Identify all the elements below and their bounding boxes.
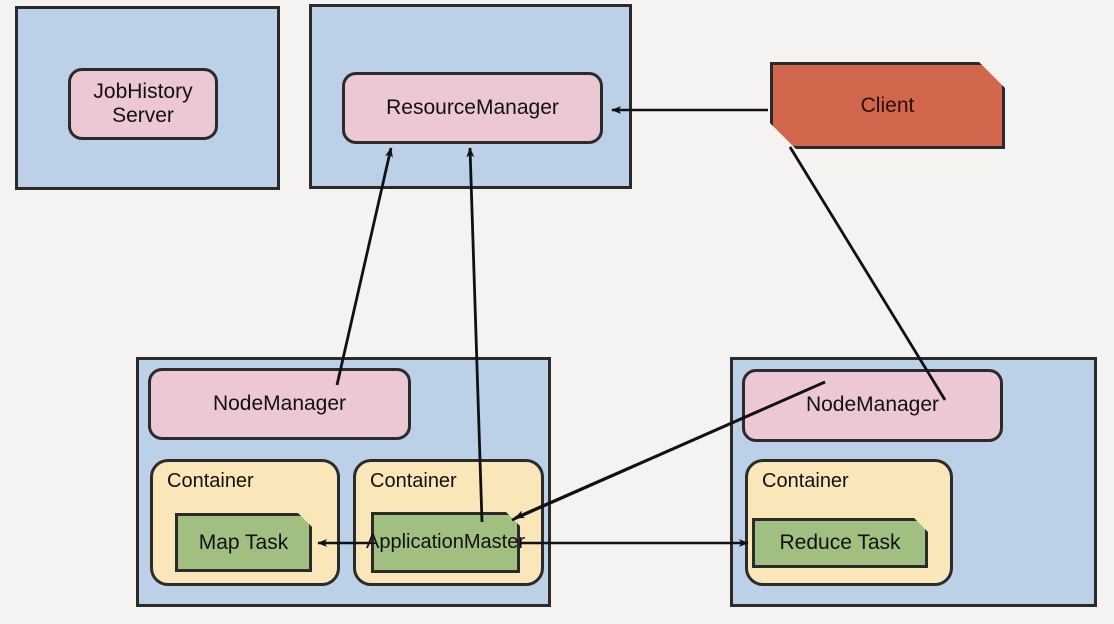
client-label: Client bbox=[860, 93, 915, 117]
nodemanager-left-node[interactable]: NodeManager bbox=[148, 368, 411, 440]
jobhistory-server-label: JobHistory Server bbox=[93, 79, 193, 127]
container-map-label: Container bbox=[167, 470, 254, 492]
nodemanager-right-label: NodeManager bbox=[805, 393, 940, 417]
resourcemanager-node[interactable]: ResourceManager bbox=[342, 72, 603, 144]
reduce-task-node[interactable]: Reduce Task bbox=[752, 518, 928, 568]
application-master-line2: Master bbox=[463, 531, 525, 554]
map-task-shape bbox=[175, 513, 312, 572]
map-task-node[interactable]: Map Task bbox=[175, 513, 312, 572]
container-am-label: Container bbox=[370, 470, 457, 492]
application-master-node[interactable]: Application Master bbox=[366, 512, 525, 573]
reduce-task-shape bbox=[752, 518, 928, 568]
nodemanager-right-node[interactable]: NodeManager bbox=[742, 369, 1003, 442]
reduce-task-label: Reduce Task bbox=[779, 531, 901, 555]
application-master-shape bbox=[371, 512, 520, 573]
application-master-label: Application Master bbox=[366, 512, 525, 573]
jobhistory-server-node[interactable]: JobHistory Server bbox=[68, 68, 218, 140]
client-node[interactable]: Client bbox=[770, 62, 1005, 149]
nodemanager-left-label: NodeManager bbox=[212, 391, 347, 415]
application-master-line1: Application bbox=[366, 531, 464, 554]
container-reduce-label: Container bbox=[762, 470, 849, 492]
map-task-label: Map Task bbox=[198, 530, 289, 554]
resourcemanager-label: ResourceManager bbox=[386, 95, 559, 119]
